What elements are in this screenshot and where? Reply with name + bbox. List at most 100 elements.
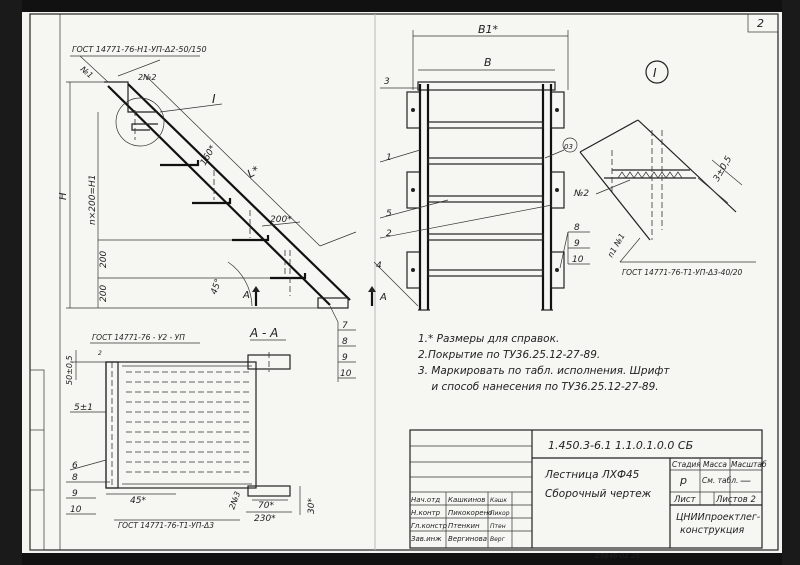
detail-label: I: [653, 66, 657, 80]
wall-bracket: [550, 91, 565, 129]
top-bracket: [104, 81, 158, 113]
tread-rungs: [427, 121, 544, 277]
binding-stamp-box: [29, 369, 45, 551]
person: Пикокорено: [448, 509, 492, 517]
dim-70: 70*: [258, 501, 274, 511]
role: Н.контр: [411, 509, 441, 517]
role: Зав.инж: [411, 535, 442, 543]
scale-label: Масштаб: [731, 460, 767, 469]
section-a-a: А - А ГОСТ 14771-76 - У2 - УП 2 50±0,5: [65, 326, 317, 530]
section-pos-8: 8: [72, 473, 78, 483]
tread: [160, 160, 200, 167]
pos-5: 5: [386, 209, 392, 219]
pos-4: 4: [376, 261, 382, 271]
scan-edge-right: [782, 0, 800, 565]
section-pos-9: 9: [72, 489, 78, 499]
role: Нач.отд: [411, 496, 440, 504]
dim-H: H: [58, 192, 69, 200]
section-gost-small: 2: [98, 350, 102, 357]
wall-bracket: [550, 171, 565, 209]
wall-bracket: [406, 171, 421, 209]
base-plate: [317, 297, 349, 309]
stage-label: Стадия: [672, 460, 701, 469]
base-plate-section: [247, 485, 291, 497]
org-line-2: конструкция: [680, 525, 745, 536]
sheet-label: Лист: [673, 495, 697, 505]
detail-weld-note: ГОСТ 14771-76-Т1-УП-Δ3-40/20: [622, 268, 743, 277]
dim-B1: B1*: [478, 23, 499, 36]
detail-label-circle: [645, 60, 669, 84]
person: Кашкинов: [448, 496, 485, 504]
mass-label: Масса: [703, 460, 727, 469]
dim-230: 230*: [254, 514, 276, 524]
stringer-lower: [127, 83, 351, 301]
stringer-upper: [107, 85, 331, 306]
pos-7: 7: [342, 321, 348, 331]
scan-edge-left: [0, 0, 22, 565]
note-2: 2.Покрытие по ТУ36.25.12-27-89.: [418, 349, 600, 361]
dim-B: B: [484, 56, 492, 69]
drawing-type: Сборочный чертеж: [545, 488, 652, 500]
signature-rows: Нач.отд Кашкинов Кашк Н.контр Пикокорено…: [411, 496, 510, 543]
dim-30: 30*: [307, 498, 317, 514]
note-3: 3. Маркировать по табл. исполнения. Шриф…: [418, 365, 670, 377]
page-number-box: [747, 13, 779, 33]
wall-bracket: [406, 251, 421, 289]
pos-10: 10: [340, 369, 352, 379]
dim-200-a: 200: [99, 251, 109, 268]
top-landing: [417, 81, 556, 91]
pos-2: 2: [386, 229, 392, 239]
signature: Птен: [490, 523, 506, 530]
weld-seam: [617, 171, 683, 179]
tread: [131, 123, 158, 131]
section-pos-10: 10: [70, 505, 82, 515]
grating-pattern: [126, 371, 250, 473]
pos-8-front: 8: [574, 223, 580, 233]
page-number: 2: [757, 17, 764, 30]
dim-45: 45*: [130, 496, 146, 506]
stair-elevation: I ГОСТ 14771-76-Н1-УП-Δ2-50/150 №1 2№2 L…: [58, 45, 387, 382]
stage-value: р: [679, 474, 687, 487]
tread: [270, 273, 307, 280]
pos-10-front: 10: [572, 255, 584, 265]
section-mark-a-left: А: [242, 290, 250, 301]
stair-front-view: B1* B 3 1 5: [373, 23, 590, 311]
dim-50: 50±0,5: [65, 355, 74, 385]
technical-notes: 1.* Размеры для справок. 2.Покрытие по Т…: [418, 333, 670, 393]
section-title: А - А: [249, 326, 278, 340]
pos-9-front: 9: [574, 239, 580, 249]
scan-edge-top: [0, 0, 800, 12]
signature: Верг: [490, 536, 506, 543]
pos-1: 1: [386, 153, 392, 163]
pos-9: 9: [342, 353, 348, 363]
tread: [192, 198, 232, 205]
pos-8: 8: [342, 337, 348, 347]
note-1: 1.* Размеры для справок.: [418, 333, 559, 345]
detail-callout: I: [212, 92, 216, 106]
wall-bracket: [550, 251, 565, 289]
doc-code: 1.450.3-6.1 1.1.0.1.0.0 СБ: [548, 439, 693, 452]
dim-200-tread: 200*: [270, 215, 292, 225]
scan-edge-bottom: [0, 553, 800, 565]
person: Птенкин: [448, 522, 480, 530]
person: Вергинова: [448, 535, 487, 543]
dim-n-times-200: n×200=H1: [88, 175, 98, 225]
mass-value: См. табл.: [702, 476, 738, 485]
section-mark-a-right: А: [379, 292, 387, 303]
org-line-1: ЦНИИпроектлег-: [676, 512, 761, 523]
title-block: 1.450.3-6.1 1.1.0.1.0.0 СБ Лестница ЛХФ4…: [409, 429, 767, 549]
scale-value: —: [740, 474, 751, 487]
dim-200-b: 200: [99, 285, 109, 302]
wall-bracket: [406, 91, 421, 129]
section-weld-note-bottom: ГОСТ 14771-76-Т1-УП-Δ3: [118, 521, 214, 530]
dim-5: 5±1: [74, 403, 93, 413]
tread: [232, 235, 270, 242]
section-pos-6: 6: [72, 461, 78, 471]
weld-note-top: ГОСТ 14771-76-Н1-УП-Δ2-50/150: [72, 45, 207, 54]
detail-circle: [115, 97, 165, 147]
pos-n2: №2: [573, 189, 589, 199]
sheets-count: Листов 2: [715, 495, 756, 505]
role: Гл.констр: [411, 522, 448, 530]
